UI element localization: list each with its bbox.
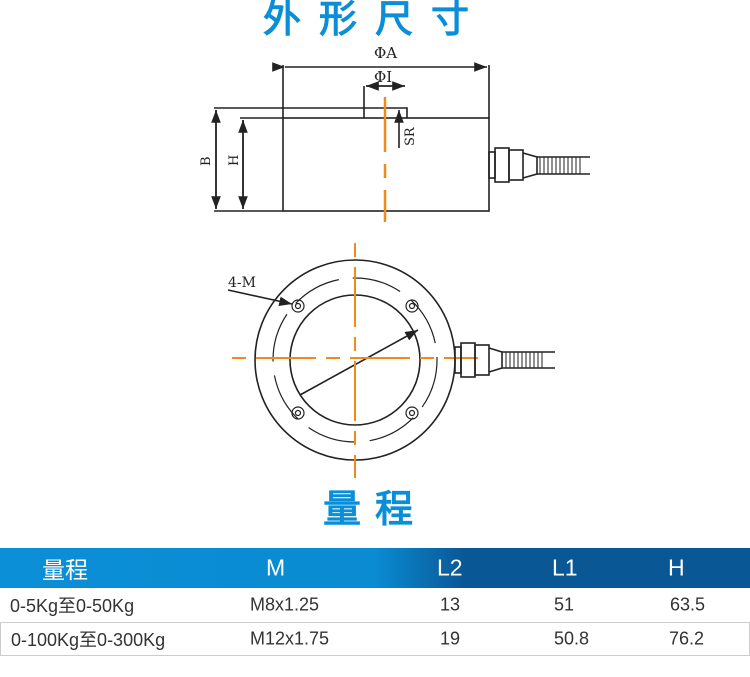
cell-range: 0-100Kg至0-300Kg — [11, 630, 166, 650]
4m-label: 4-M — [228, 275, 256, 291]
header-range: 量程 — [42, 558, 88, 584]
cell-range: 0-5Kg至0-50Kg — [10, 596, 135, 616]
table-header: 量程 M L2 L1 H — [0, 548, 750, 588]
h-label: H — [227, 155, 242, 166]
header-l2: L2 — [437, 554, 463, 581]
side-view — [211, 62, 590, 222]
table-row: 0-100Kg至0-300Kg M12x1.75 19 50.8 76.2 — [0, 622, 750, 656]
header-h: H — [668, 554, 685, 581]
cell-m: M12x1.75 — [250, 628, 330, 649]
b-label: B — [199, 156, 214, 166]
header-m: M — [266, 554, 286, 581]
table-row: 0-5Kg至0-50Kg M8x1.25 13 51 63.5 — [0, 588, 750, 622]
phi-a-label: ΦA — [374, 44, 397, 62]
phi-i-label: ΦI — [374, 68, 392, 86]
cell-l1: 51 — [554, 594, 575, 615]
cell-l1: 50.8 — [554, 628, 590, 649]
spec-table: 量程 M L2 L1 H 0-5Kg至0-50Kg M8x1.25 13 51 … — [0, 548, 750, 656]
cell-h: 63.5 — [670, 594, 706, 615]
range-title: 量程 — [322, 487, 427, 531]
cell-l2: 13 — [440, 594, 461, 615]
header-l1: L1 — [552, 554, 578, 581]
cell-h: 76.2 — [669, 628, 705, 649]
dimensions-title: 外形尺寸 — [262, 0, 487, 41]
dimension-drawing: ΦA ΦI SR B H 4-M — [199, 44, 590, 478]
top-view — [227, 243, 555, 478]
sr-label: SR — [403, 126, 418, 146]
cell-m: M8x1.25 — [250, 594, 320, 615]
cell-l2: 19 — [440, 628, 461, 649]
